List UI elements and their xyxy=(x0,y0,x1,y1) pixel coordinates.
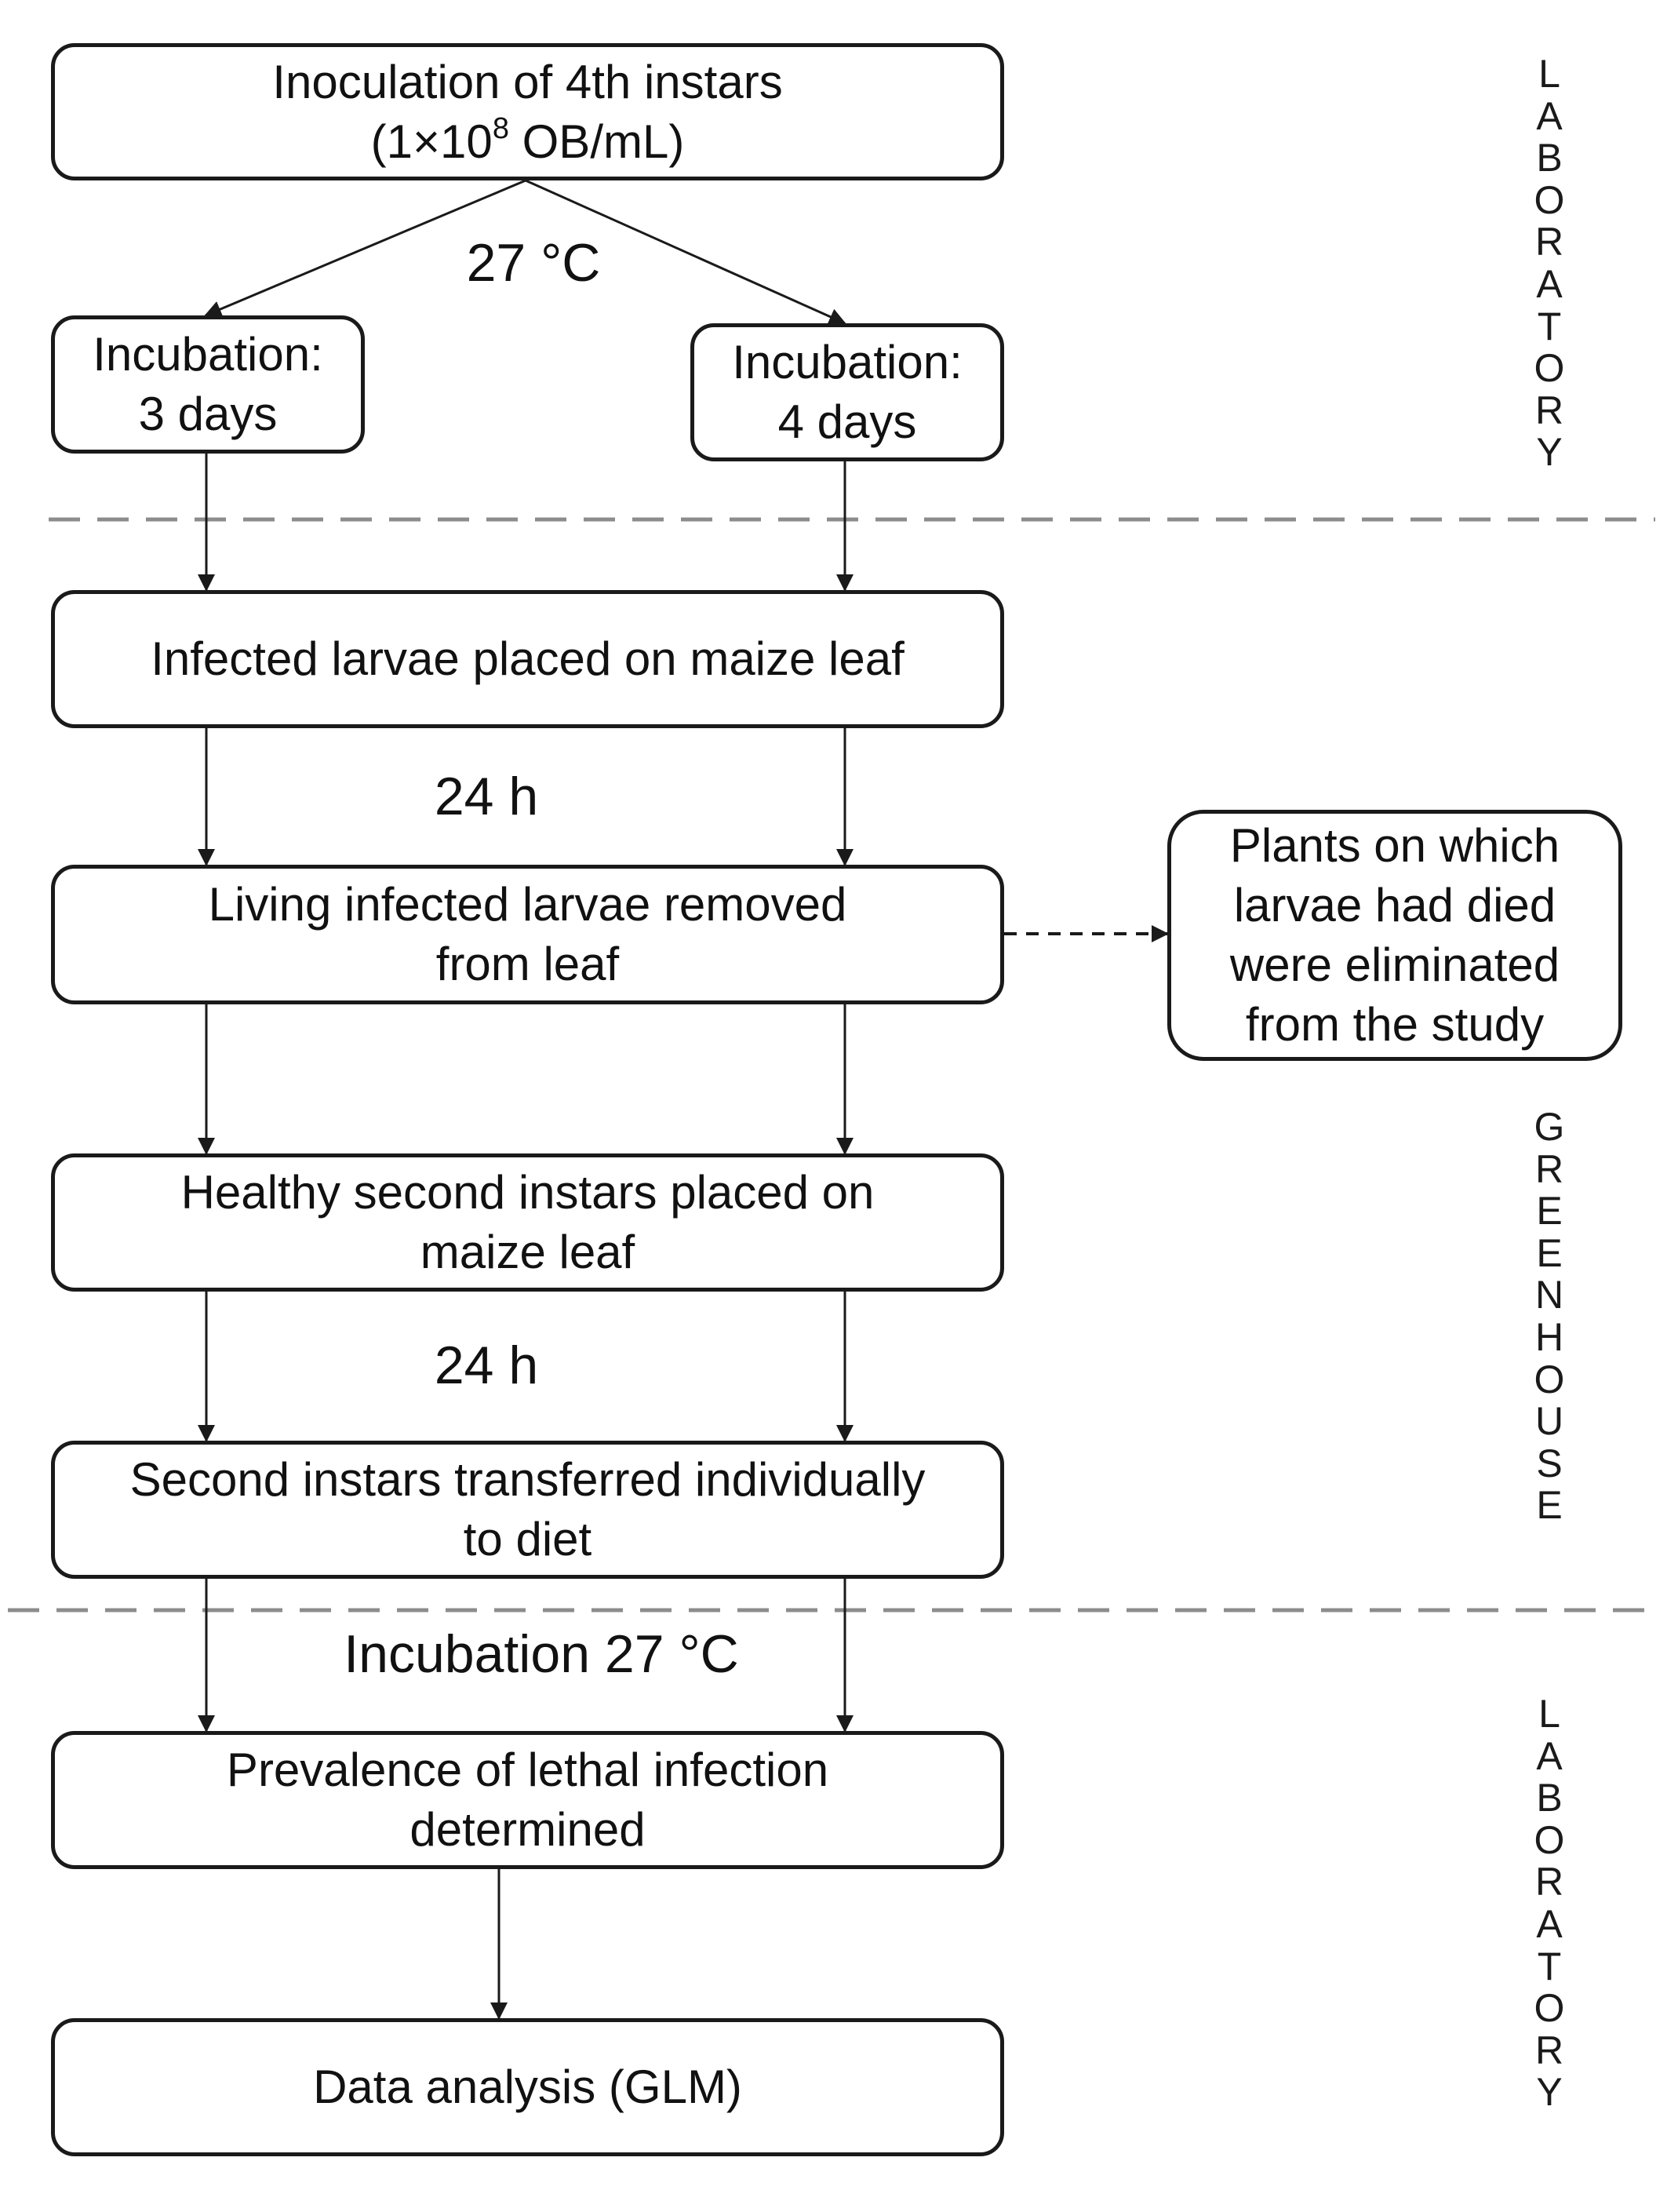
incubation-4-days-box: Incubation: 4 days xyxy=(690,323,1004,461)
living-removed-line2: from leaf xyxy=(435,938,620,990)
section-label-letter: A xyxy=(1536,93,1563,138)
plants-eliminated-box: Plants on which larvae had died were eli… xyxy=(1167,810,1622,1061)
section-label-letter: R xyxy=(1534,1146,1564,1191)
section-label-letter: E xyxy=(1536,1189,1563,1234)
analysis-line1: Data analysis (GLM) xyxy=(313,2061,742,2113)
transferred-line2: to diet xyxy=(463,1513,592,1565)
inoculation-line2: (1×108 OB/mL) xyxy=(371,112,685,172)
time-label-24h-first: 24 h xyxy=(434,767,539,826)
living-removed-line1: Living infected larvae removed xyxy=(208,878,847,931)
section-label-letter: T xyxy=(1537,1944,1562,1988)
section-label-letter: R xyxy=(1534,388,1564,432)
data-analysis-box: Data analysis (GLM) xyxy=(51,2018,1004,2156)
section-label-letter: B xyxy=(1536,136,1563,180)
section-label-letter: N xyxy=(1534,1273,1564,1317)
inoculation-line2-suffix: OB/mL) xyxy=(508,115,685,168)
section-label-letter: L xyxy=(1538,52,1560,96)
healthy-instars-placed-box: Healthy second instars placed on maize l… xyxy=(51,1153,1004,1292)
section-label-letter: O xyxy=(1534,1817,1565,1862)
section-label-letter: L xyxy=(1538,1692,1560,1736)
section-label-letter: E xyxy=(1536,1483,1563,1528)
section-label-letter: R xyxy=(1534,1860,1564,1904)
incubation-3-days-box: Incubation: 3 days xyxy=(51,315,365,454)
inoculation-line2-prefix: (1×10 xyxy=(370,115,493,168)
plants-eliminated-line1: Plants on which xyxy=(1229,819,1560,872)
plants-eliminated-line2: larvae had died xyxy=(1233,879,1556,931)
inoculation-exponent: 8 xyxy=(492,111,509,145)
section-label-letter: O xyxy=(1534,1986,1565,2031)
section-label-letter: O xyxy=(1534,346,1565,391)
plants-eliminated-line3: were eliminated xyxy=(1229,938,1560,991)
section-label-letter: U xyxy=(1534,1399,1564,1444)
prevalence-line1: Prevalence of lethal infection xyxy=(226,1744,829,1796)
section-label-letter: T xyxy=(1537,304,1562,348)
transferred-line1: Second instars transferred individually xyxy=(129,1453,926,1506)
inoculation-line1: Inoculation of 4th instars xyxy=(272,55,783,108)
living-larvae-removed-box: Living infected larvae removed from leaf xyxy=(51,865,1004,1004)
section-label-letter: E xyxy=(1536,1230,1563,1275)
section-label-letter: S xyxy=(1536,1441,1563,1485)
section-label-letter: G xyxy=(1534,1105,1565,1149)
healthy-placed-line2: maize leaf xyxy=(420,1226,635,1278)
section-label-letter: B xyxy=(1536,1776,1563,1820)
section-label-letter: O xyxy=(1534,1357,1565,1401)
prevalence-line2: determined xyxy=(409,1803,646,1856)
prevalence-determined-box: Prevalence of lethal infection determine… xyxy=(51,1731,1004,1869)
instars-transferred-box: Second instars transferred individually … xyxy=(51,1441,1004,1579)
section-label-letter: O xyxy=(1534,177,1565,222)
arrow-inoculation-to-4-days xyxy=(525,179,846,325)
time-label-24h-second: 24 h xyxy=(434,1336,539,1395)
temperature-label: 27 °C xyxy=(466,233,601,293)
section-label-letter: A xyxy=(1536,261,1563,306)
infected-larvae-placed-box: Infected larvae placed on maize leaf xyxy=(51,590,1004,728)
arrow-inoculation-to-3-days xyxy=(204,179,526,318)
section-label-letter: A xyxy=(1536,1733,1563,1778)
incubation-4-line2: 4 days xyxy=(777,395,917,448)
plants-eliminated-line4: from the study xyxy=(1245,998,1545,1051)
section-label-letter: R xyxy=(1534,2028,1564,2072)
incubation-3-line2: 3 days xyxy=(138,388,278,440)
section-label-letter: A xyxy=(1536,1901,1563,1946)
healthy-placed-line1: Healthy second instars placed on xyxy=(180,1166,875,1219)
inoculation-box: Inoculation of 4th instars (1×108 OB/mL) xyxy=(51,43,1004,180)
section-label-letter: Y xyxy=(1536,2070,1563,2115)
section-label-letter: R xyxy=(1534,220,1564,264)
section-label-letter: H xyxy=(1534,1314,1564,1359)
incubation-temperature-label: Incubation 27 °C xyxy=(344,1624,739,1684)
section-label-letter: Y xyxy=(1536,430,1563,475)
incubation-3-line1: Incubation: xyxy=(93,328,323,381)
incubation-4-line1: Incubation: xyxy=(732,336,963,388)
infected-placed-line1: Infected larvae placed on maize leaf xyxy=(151,632,905,685)
